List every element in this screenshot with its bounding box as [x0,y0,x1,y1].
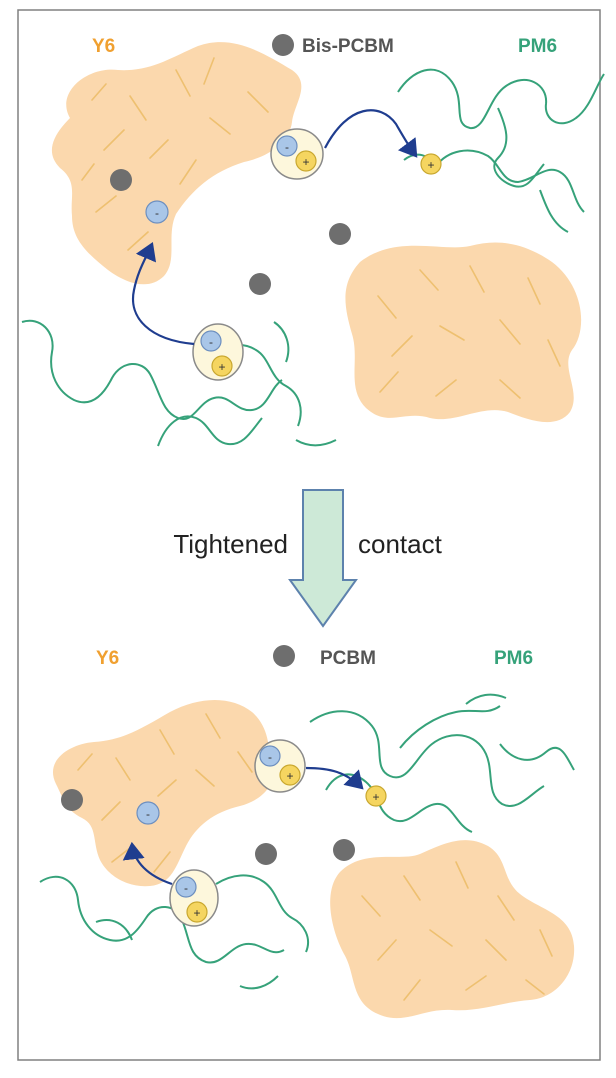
label-y6: Y6 [96,648,119,669]
hole-transfer-arrow [324,109,418,158]
y6-domain [330,840,575,1019]
electron-icon [136,801,160,825]
separated-electron: - [136,801,160,825]
hole-transfer-arrow [305,766,364,790]
transition-right-text: contact [358,529,443,559]
transition-arrow-group: Tightened contact [173,489,443,628]
label-pm6: PM6 [518,36,557,57]
svg-text:+: + [302,155,309,169]
electron-icon [145,200,169,224]
y6-domain [51,42,302,285]
svg-text:-: - [209,335,213,349]
electron-icon [200,330,222,352]
svg-text:-: - [146,807,150,821]
pm6-chain [397,68,605,233]
svg-text:-: - [268,750,272,764]
svg-text:+: + [286,769,293,783]
big-down-arrow [288,489,358,628]
label-fullerene: PCBM [320,648,376,669]
exciton-pair: - + [254,739,306,793]
transition-left-text: Tightened [173,529,288,559]
svg-text:-: - [155,206,159,220]
hole-icon [279,764,301,786]
exciton-pair: - + [192,323,244,381]
electron-icon [276,135,298,157]
fullerene-dot [255,843,277,865]
label-y6: Y6 [92,36,115,57]
legend-fullerene-dot [273,645,295,667]
fullerene-dot [333,839,355,861]
exciton-pair: - + [169,869,219,927]
label-fullerene: Bis-PCBM [302,36,394,57]
svg-text:+: + [218,360,225,374]
electron-transfer-arrow [131,241,195,346]
electron-icon [259,745,281,767]
separated-electron: - [145,200,169,224]
svg-text:-: - [184,881,188,895]
fullerene-dot [249,273,271,295]
electron-transfer-arrow [122,841,173,886]
separated-hole: + [420,153,442,175]
electron-icon [175,876,197,898]
y6-domain [345,242,582,423]
fullerene-dot [61,789,83,811]
bottom-panel: Y6 PCBM PM6 - + + - + - [39,645,575,1019]
svg-text:-: - [285,140,289,154]
svg-text:+: + [193,906,200,920]
hole-icon [295,150,317,172]
top-panel: Y6 Bis-PCBM PM6 - + + - + - [21,34,605,447]
svg-text:+: + [427,158,434,172]
hole-icon [186,901,208,923]
separated-hole: + [365,785,387,807]
pm6-chain [39,874,310,990]
y6-domain [52,700,273,887]
exciton-pair: - + [270,128,324,180]
svg-text:+: + [372,790,379,804]
legend-fullerene-dot [272,34,294,56]
hole-icon [365,785,387,807]
fullerene-dot [329,223,351,245]
label-pm6: PM6 [494,648,533,669]
hole-icon [420,153,442,175]
fullerene-dot [110,169,132,191]
hole-icon [211,355,233,377]
